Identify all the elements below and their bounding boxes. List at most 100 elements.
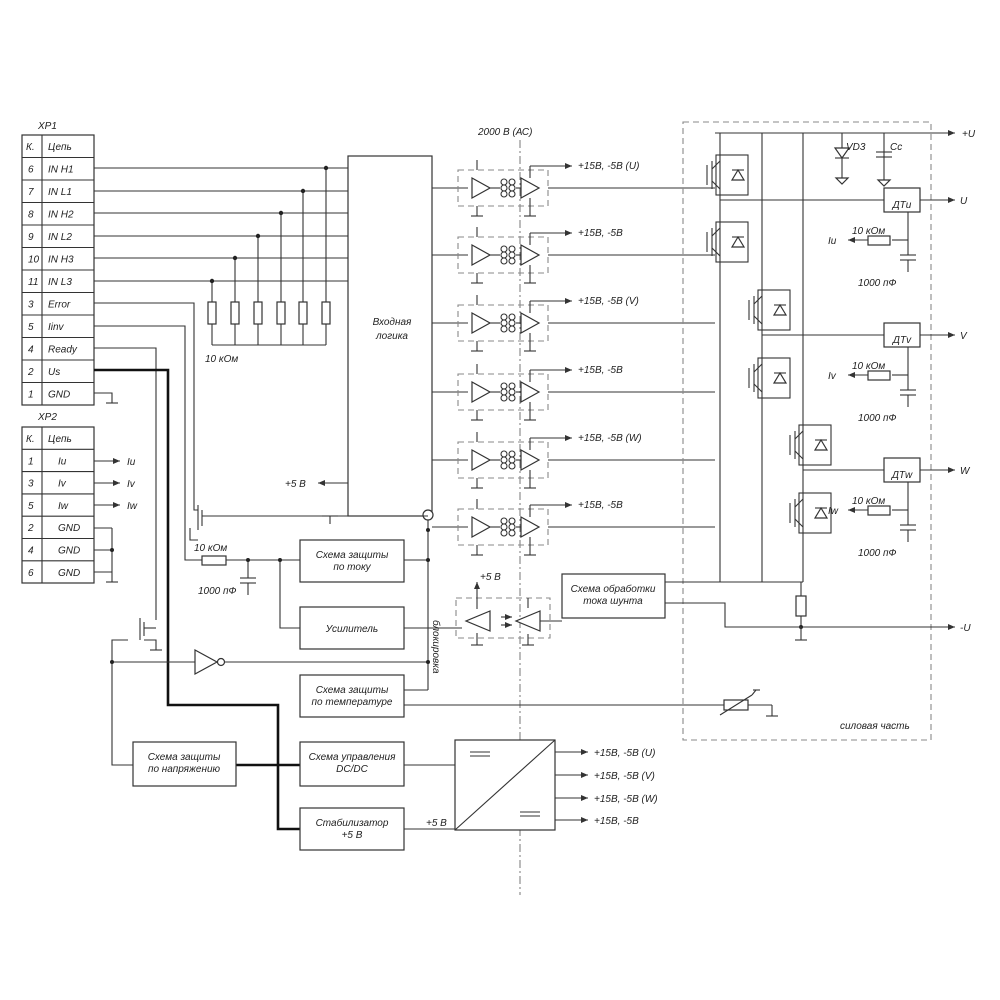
igbt-switch — [706, 221, 749, 263]
sensor-box — [883, 322, 921, 348]
xp1-pin: 9 — [28, 232, 34, 243]
sensor-resistor — [867, 235, 891, 246]
xp1-pin: 7 — [28, 187, 34, 198]
xp2-outputs: Iu Iv Iw — [94, 457, 138, 583]
xp1-pin: 4 — [28, 345, 34, 356]
sensor-box — [883, 457, 921, 483]
out-u: U — [960, 196, 968, 207]
xp2-signal: Iu — [58, 456, 67, 467]
sensor-box — [883, 187, 921, 213]
driver-supply-label: +15В, -5В (V) — [578, 296, 639, 307]
control-wiring: 10 кОм 1000 пФ блокировка — [110, 505, 801, 766]
xp2-pin: 5 — [28, 501, 34, 512]
dcdc-output-label: +15В, -5В (U) — [594, 748, 655, 759]
xp1-signal: IN L3 — [48, 277, 72, 288]
driver-supply-label: +15В, -5В — [578, 365, 623, 376]
sensor-name: ДТw — [891, 470, 913, 481]
resistor — [298, 301, 308, 325]
driver-supply-label: +15В, -5В — [578, 228, 623, 239]
xp2-signal: GND — [58, 546, 80, 557]
stab-out-label: +5 В — [426, 818, 447, 829]
resistor-bank-label: 10 кОм — [205, 354, 238, 365]
xp1-pin: 2 — [27, 367, 34, 378]
resistor — [230, 301, 240, 325]
sensor-resistor — [867, 370, 891, 381]
xp2-pin: 4 — [28, 546, 34, 557]
sensor-name: ДТu — [892, 200, 912, 211]
xp2-pin: 6 — [28, 568, 34, 579]
xp2-signal: Iw — [58, 501, 69, 512]
xp1-signal: Us — [48, 367, 60, 378]
xp1-pin: 6 — [28, 165, 34, 176]
vd3-label: VD3 — [846, 142, 866, 153]
amp-supply-label: +5 В — [480, 572, 501, 583]
dcdc-output-label: +15В, -5В — [594, 816, 639, 827]
stabilizer-block: Стабилизатор+5 В — [299, 807, 405, 851]
xp1-pin: 5 — [28, 322, 34, 333]
igbt-switch — [789, 492, 832, 534]
sensor-c-label: 1000 пФ — [858, 413, 897, 424]
xp2-pin: 3 — [28, 479, 34, 490]
svg-text:Стабилизатор+5 В: Стабилизатор+5 В — [316, 817, 389, 841]
sensor-sense-label: Iv — [828, 371, 837, 382]
xp1-pin: 3 — [28, 300, 34, 311]
blocking-label: блокировка — [430, 620, 442, 674]
dcdc-output-label: +15В, -5В (W) — [594, 794, 658, 805]
xp2-signal: GND — [58, 523, 80, 534]
driver-supply-label: +15В, -5В (W) — [578, 433, 642, 444]
resistor — [321, 301, 331, 325]
xp2-out-iu: Iu — [127, 457, 136, 468]
isolation-label: 2000 В (АС) — [477, 127, 532, 138]
cc-label: Cc — [890, 142, 902, 153]
xp2-signal: GND — [58, 568, 80, 579]
sensor-sense-label: Iu — [828, 236, 837, 247]
igbt-switch — [748, 357, 791, 399]
xp1-title: XP1 — [37, 121, 57, 132]
xp2-out-iw: Iw — [127, 501, 138, 512]
xp1-pin: 8 — [28, 210, 34, 221]
gate-driver: +15В, -5В (U) — [432, 160, 715, 217]
xp1-pin: 10 — [28, 255, 40, 266]
xp2-header-name: Цепь — [48, 434, 72, 445]
amplifier-block: Усилитель — [299, 606, 405, 650]
sensor-resistor — [867, 505, 891, 516]
iinv-c-label: 1000 пФ — [198, 586, 237, 597]
xp1-signal: Iinv — [48, 322, 65, 333]
xp1-signal: IN H3 — [48, 255, 74, 266]
sensor-sense-label: Iw — [828, 506, 839, 517]
sensor-r-label: 10 кОм — [852, 496, 885, 507]
svg-text:Усилитель: Усилитель — [325, 624, 378, 635]
xp2-signal: Iv — [58, 479, 67, 490]
xp1-signal: Ready — [48, 345, 78, 356]
igbt-switch — [706, 154, 749, 196]
resistor-bank: 10 кОм — [205, 165, 331, 365]
resistor — [276, 301, 286, 325]
xp1-signal: IN L1 — [48, 187, 72, 198]
sensor-c-label: 1000 пФ — [858, 548, 897, 559]
xp2-pin: 1 — [28, 456, 34, 467]
gate-driver: +15В, -5В — [432, 364, 715, 421]
plus-u-label: +U — [962, 129, 976, 140]
gate-driver: +15В, -5В — [432, 227, 715, 284]
iinv-r-label: 10 кОм — [194, 543, 227, 554]
dcdc-converter: +5 В +15В, -5В (U)+15В, -5В (V)+15В, -5В… — [404, 739, 658, 831]
plus5-left: +5 В — [285, 479, 306, 490]
xp1-signal: IN H2 — [48, 210, 74, 221]
input-lines — [94, 167, 348, 831]
power-section-label: силовая часть — [840, 721, 910, 732]
igbt-switch — [748, 289, 791, 331]
